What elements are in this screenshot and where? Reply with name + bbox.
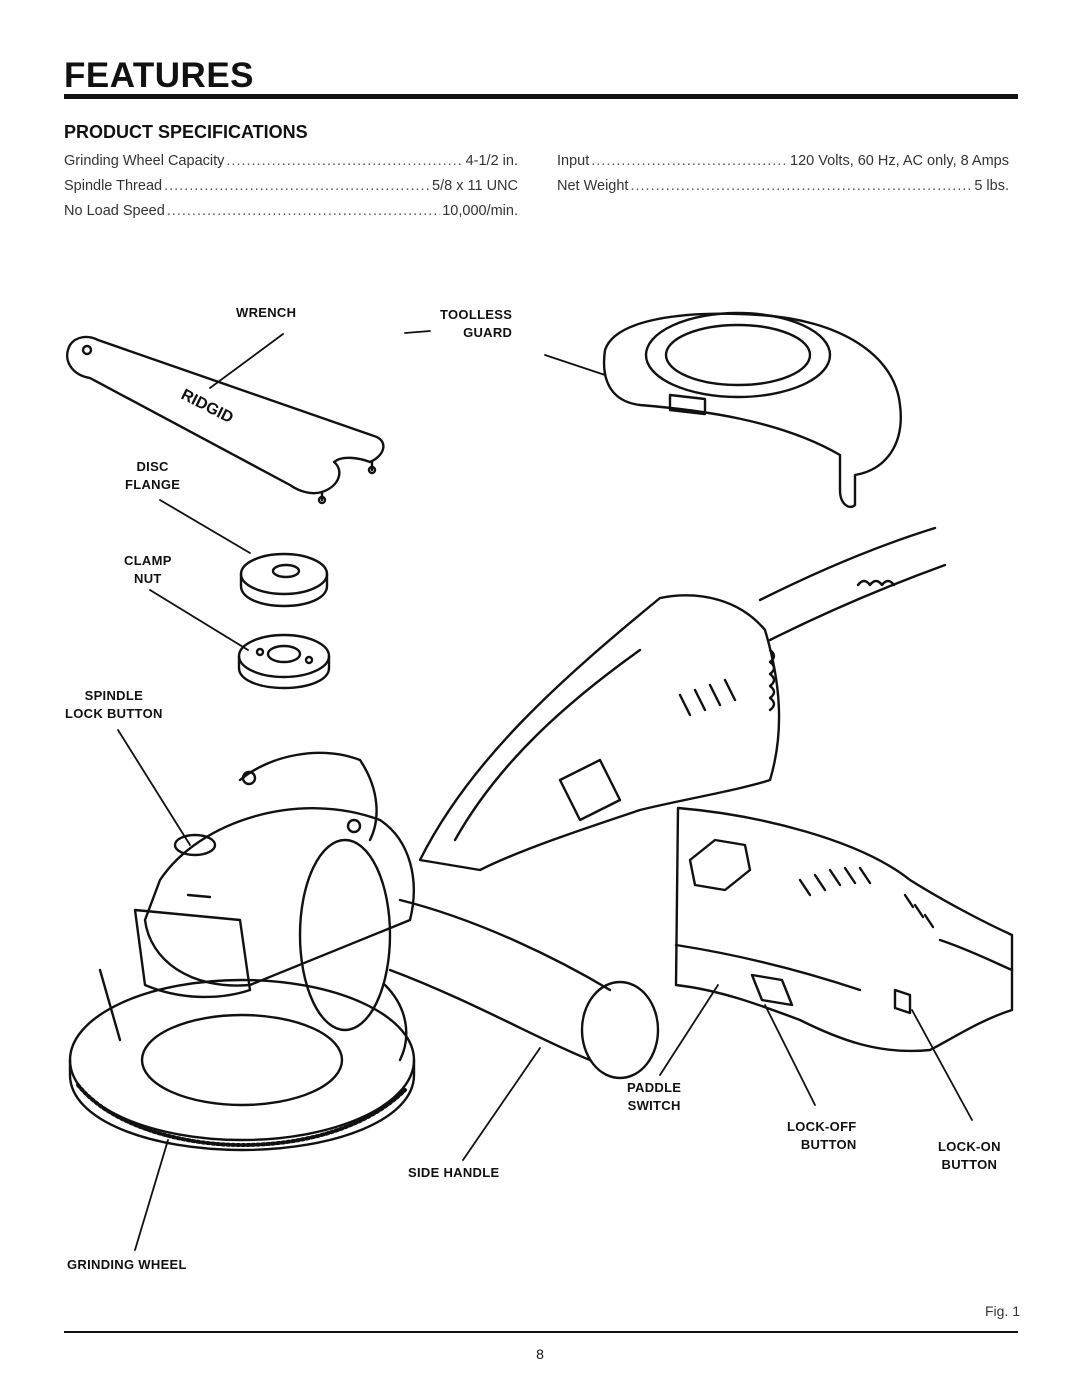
spec-label: Grinding Wheel Capacity bbox=[64, 153, 225, 169]
spec-value: 10,000/min. bbox=[442, 203, 518, 219]
cord-strain-relief bbox=[856, 579, 896, 587]
spec-label: Input bbox=[557, 153, 590, 169]
label-paddle-switch: PADDLE SWITCH bbox=[627, 1080, 682, 1113]
grinder-body bbox=[418, 594, 781, 872]
spec-value: 5/8 x 11 UNC bbox=[432, 178, 518, 194]
toolless-guard-drawing bbox=[602, 311, 902, 509]
section-title: PRODUCT SPECIFICATIONS bbox=[64, 122, 308, 142]
wrench-logo: RIDGID bbox=[178, 386, 236, 427]
clamp-nut-drawing bbox=[237, 633, 331, 690]
label-lock-off-button: LOCK-OFF BUTTON bbox=[787, 1119, 857, 1152]
spec-label: No Load Speed bbox=[64, 203, 165, 219]
label-toolless-guard: TOOLLESS GUARD bbox=[440, 307, 513, 340]
gear-head bbox=[133, 751, 415, 999]
disc-flange-drawing bbox=[239, 552, 329, 608]
label-spindle-lock-button: SPINDLE LOCK BUTTON bbox=[65, 688, 163, 721]
spec-label: Net Weight bbox=[557, 178, 629, 194]
specs-right: Input 120 Volts, 60 Hz, AC only, 8 Amps … bbox=[557, 153, 1009, 203]
spec-row: Grinding Wheel Capacity 4-1/2 in. bbox=[64, 153, 518, 178]
label-clamp-nut: CLAMP NUT bbox=[124, 553, 172, 586]
spec-label: Spindle Thread bbox=[64, 178, 163, 194]
grinding-wheel-drawing bbox=[68, 968, 416, 1152]
footer-rule bbox=[64, 1331, 1018, 1333]
specs-left: Grinding Wheel Capacity 4-1/2 in. Spindl… bbox=[64, 153, 518, 228]
spec-row: Input 120 Volts, 60 Hz, AC only, 8 Amps bbox=[557, 153, 1009, 178]
spec-value: 120 Volts, 60 Hz, AC only, 8 Amps bbox=[790, 153, 1009, 169]
spec-row: Net Weight 5 lbs. bbox=[557, 178, 1009, 203]
page-number: 8 bbox=[536, 1346, 544, 1362]
power-cord bbox=[758, 526, 947, 642]
figure-label: Fig. 1 bbox=[985, 1303, 1021, 1319]
switch-detail-inset bbox=[674, 806, 1014, 1053]
spec-value: 5 lbs. bbox=[974, 178, 1009, 194]
spec-value: 4-1/2 in. bbox=[465, 153, 518, 169]
label-side-handle: SIDE HANDLE bbox=[408, 1165, 500, 1180]
side-handle-drawing bbox=[298, 838, 660, 1080]
spec-row: Spindle Thread 5/8 x 11 UNC bbox=[64, 178, 518, 203]
label-disc-flange: DISC FLANGE bbox=[125, 459, 181, 492]
wrench-drawing: RIDGID bbox=[66, 335, 385, 505]
label-wrench: WRENCH bbox=[236, 305, 297, 320]
title-rule bbox=[64, 94, 1018, 99]
spec-row: No Load Speed 10,000/min. bbox=[64, 203, 518, 228]
leader-lines bbox=[117, 330, 973, 1251]
label-grinding-wheel: GRINDING WHEEL bbox=[67, 1257, 187, 1272]
label-lock-on-button: LOCK-ON BUTTON bbox=[938, 1139, 1001, 1172]
page-title: FEATURES bbox=[64, 56, 255, 95]
